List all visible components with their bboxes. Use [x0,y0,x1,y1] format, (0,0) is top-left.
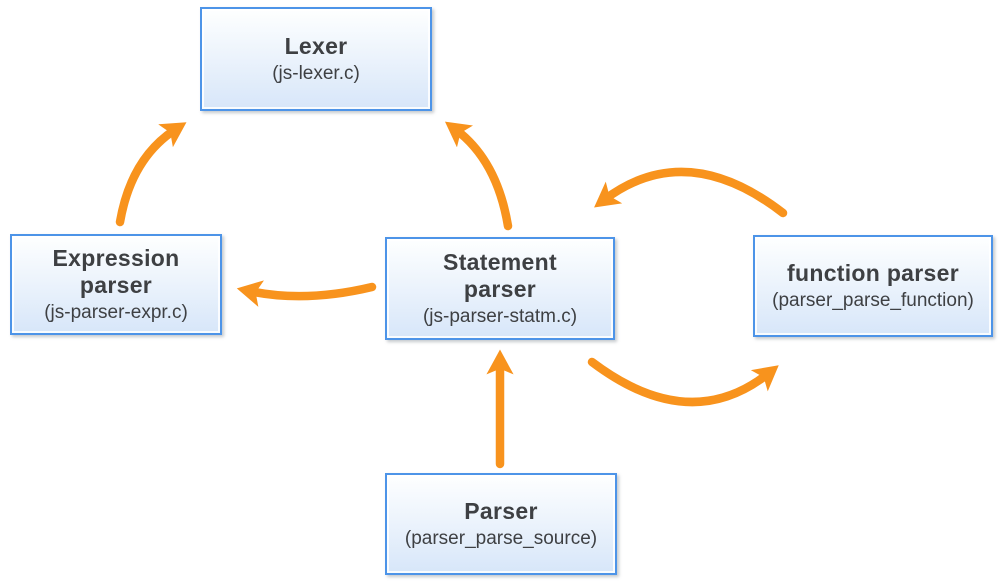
node-expression-parser-title: Expression parser [52,244,180,298]
node-lexer: Lexer (js-lexer.c) [200,7,432,111]
edge-statement-parser-to-function-parser [587,357,779,407]
node-function-parser-title: function parser [787,259,959,286]
node-function-parser: function parser (parser_parse_function) [753,235,993,337]
edge-statement-parser-to-lexer [444,121,513,231]
edge-function-parser-to-statement-parser [594,167,788,218]
node-parser-detail: (parser_parse_source) [404,527,598,549]
node-parser: Parser (parser_parse_source) [385,473,617,575]
node-parser-title: Parser [464,497,538,524]
node-statement-parser-title: Statement parser [443,248,557,302]
edge-statement-parser-to-expression-parser [236,280,377,307]
node-function-parser-detail: (parser_parse_function) [772,289,974,311]
edge-expression-parser-to-lexer [115,122,187,227]
node-statement-parser: Statement parser (js-parser-statm.c) [385,237,615,340]
node-lexer-title: Lexer [284,32,348,59]
node-expression-parser-detail: (js-parser-expr.c) [44,301,188,323]
node-lexer-detail: (js-lexer.c) [272,62,360,84]
node-statement-parser-detail: (js-parser-statm.c) [422,305,578,327]
node-expression-parser: Expression parser (js-parser-expr.c) [10,234,222,335]
